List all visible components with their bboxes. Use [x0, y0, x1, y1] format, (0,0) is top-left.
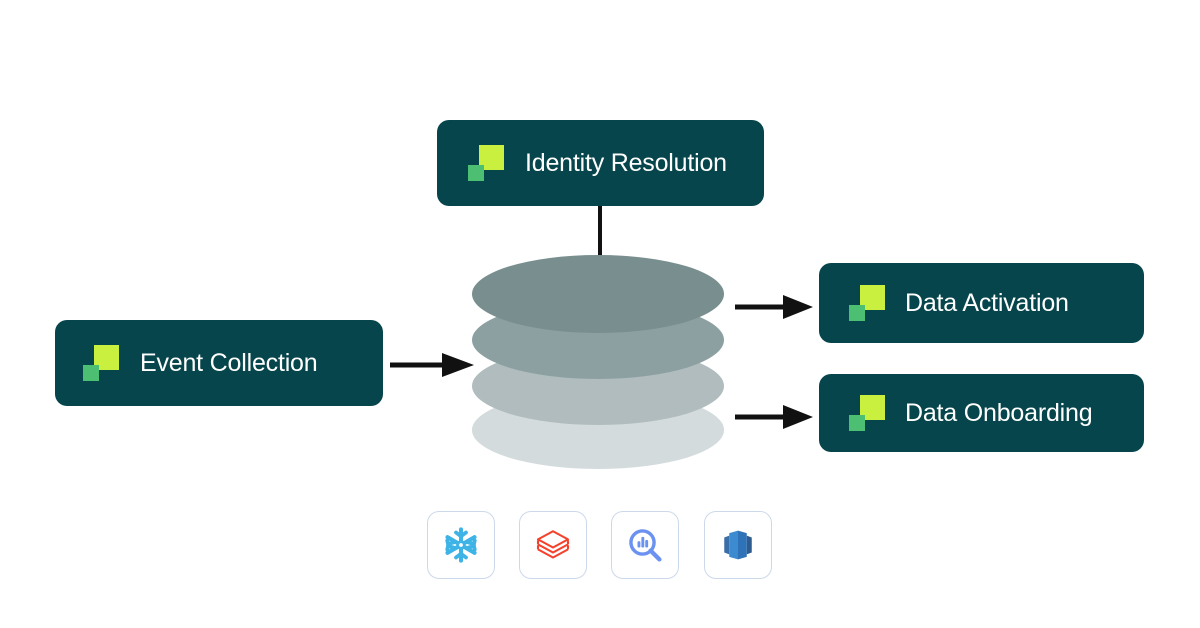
card-data-activation-label: Data Activation: [905, 288, 1069, 317]
logo-tile-databricks[interactable]: [519, 511, 587, 579]
card-data-onboarding[interactable]: Data Onboarding: [819, 374, 1144, 452]
card-event-collection-label: Event Collection: [140, 348, 318, 377]
card-data-onboarding-label: Data Onboarding: [905, 398, 1093, 427]
card-event-collection[interactable]: Event Collection: [55, 320, 383, 406]
stack-layer-1: [472, 255, 724, 333]
brand-square-mark-icon: [849, 285, 885, 321]
snowflake-icon: [445, 527, 477, 563]
arrow-stack-to-activation-icon: [735, 295, 813, 319]
redshift-icon: [724, 530, 752, 560]
brandmark-small-square: [83, 365, 99, 381]
data-warehouse-stack: [472, 255, 728, 469]
brand-square-mark-icon: [468, 145, 504, 181]
arrow-event-to-stack-icon: [390, 353, 474, 377]
brand-square-mark-icon: [849, 395, 885, 431]
card-identity-resolution[interactable]: Identity Resolution: [437, 120, 764, 206]
brandmark-small-square: [849, 305, 865, 321]
arrow-stack-to-onboarding-icon: [735, 405, 813, 429]
connector-identity-to-stack: [598, 206, 602, 268]
logo-tile-bigquery[interactable]: [611, 511, 679, 579]
brandmark-small-square: [849, 415, 865, 431]
logo-tile-snowflake[interactable]: [427, 511, 495, 579]
bigquery-icon: [629, 529, 662, 562]
databricks-icon: [536, 530, 570, 559]
card-identity-resolution-label: Identity Resolution: [525, 148, 727, 177]
brand-square-mark-icon: [83, 345, 119, 381]
brandmark-small-square: [468, 165, 484, 181]
card-data-activation[interactable]: Data Activation: [819, 263, 1144, 343]
logo-tile-redshift[interactable]: [704, 511, 772, 579]
